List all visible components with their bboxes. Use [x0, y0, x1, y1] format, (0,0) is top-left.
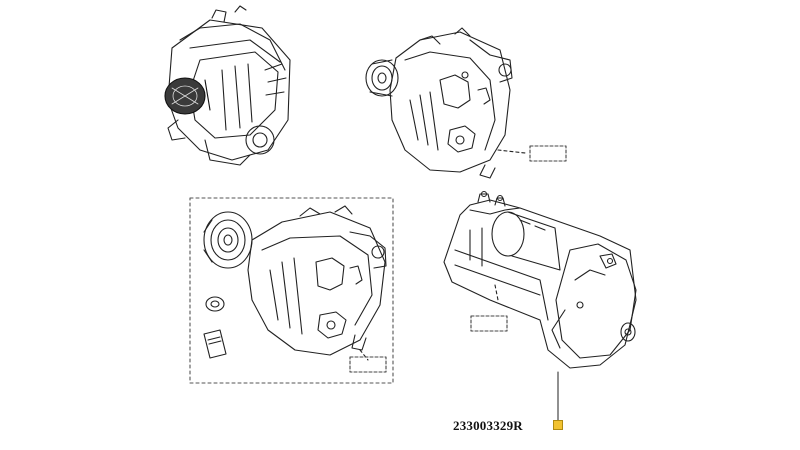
part-marker-badge[interactable] — [553, 420, 563, 430]
label-box-starter — [470, 315, 508, 332]
starter-motor-illustration — [443, 190, 637, 369]
label-box-alternator-top — [529, 145, 567, 162]
part-number-label[interactable]: 233003329R — [453, 418, 523, 433]
engine-assembly-illustration — [164, 5, 291, 166]
alternator-kit-illustration — [203, 205, 387, 361]
alternator-kit-frame — [189, 197, 394, 384]
label-box-alternator-kit — [349, 356, 387, 373]
alternator-illustration — [365, 27, 526, 179]
